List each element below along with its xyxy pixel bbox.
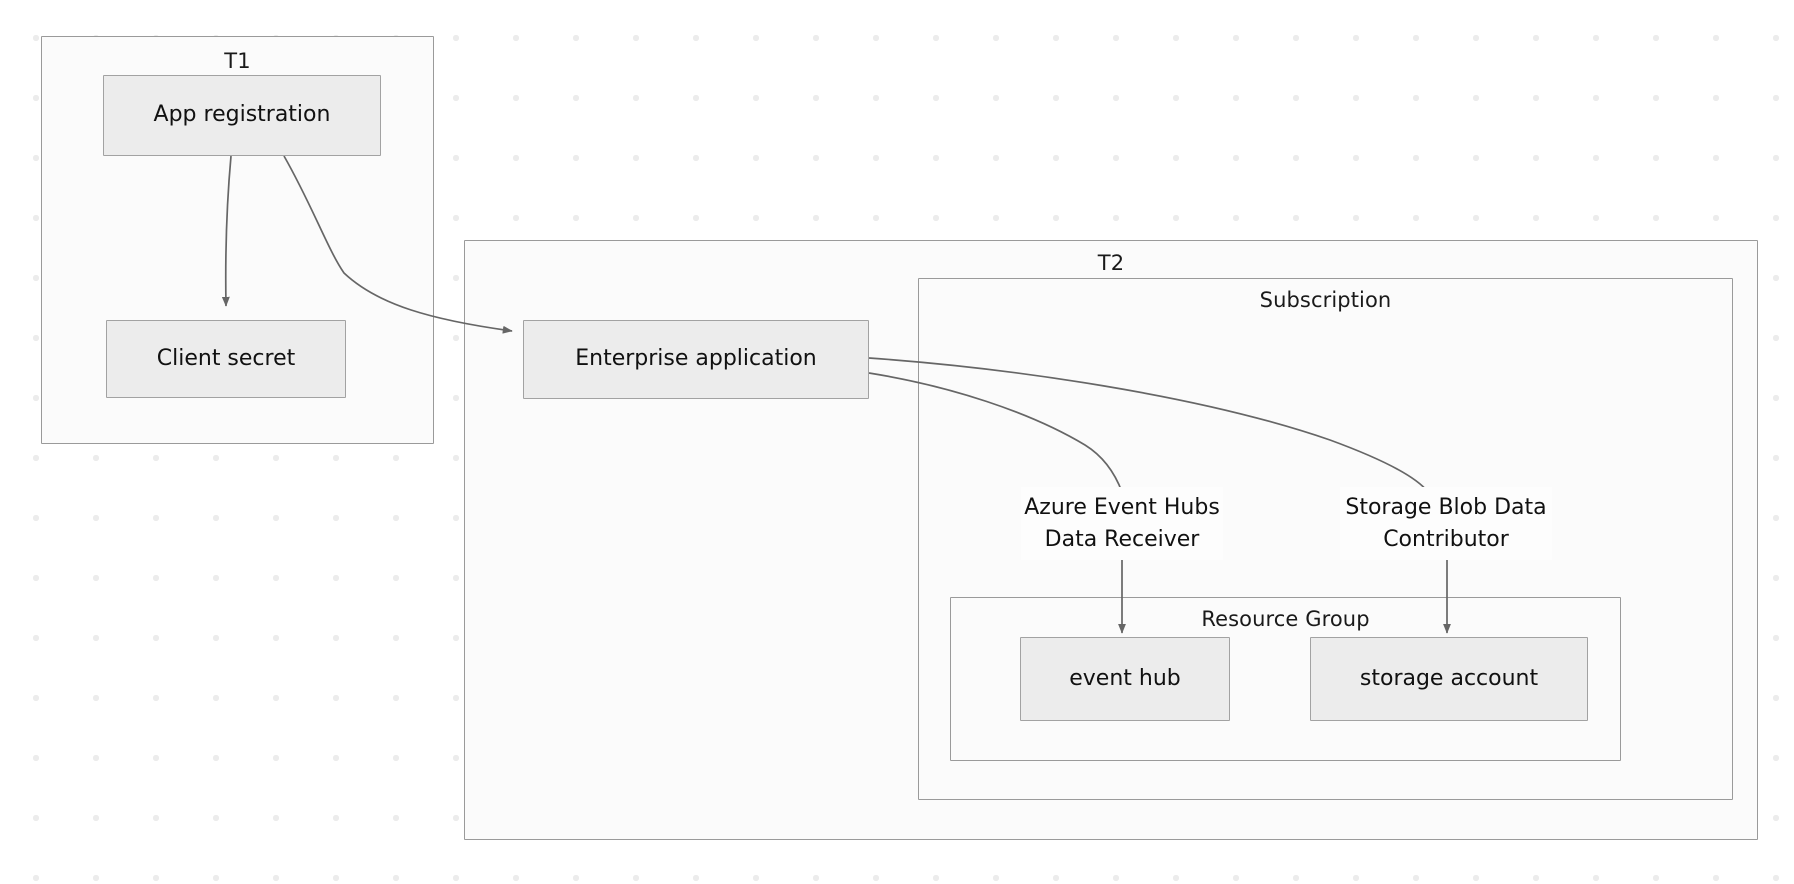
node-storage-account[interactable]: storage account bbox=[1310, 637, 1588, 721]
node-app-registration[interactable]: App registration bbox=[103, 75, 381, 156]
cluster-subscription-label: Subscription bbox=[1259, 288, 1392, 312]
role-label-azure-event-hubs-data-receiver: Azure Event Hubs Data Receiver bbox=[1021, 487, 1223, 560]
node-enterprise-application[interactable]: Enterprise application bbox=[523, 320, 869, 399]
cluster-resource-group-label: Resource Group bbox=[1201, 607, 1370, 631]
cluster-t2-label: T2 bbox=[1097, 251, 1125, 275]
node-client-secret[interactable]: Client secret bbox=[106, 320, 346, 398]
role-label-storage-blob-data-contributor: Storage Blob Data Contributor bbox=[1340, 487, 1552, 560]
node-event-hub[interactable]: event hub bbox=[1020, 637, 1230, 721]
cluster-t1-label: T1 bbox=[224, 49, 251, 73]
